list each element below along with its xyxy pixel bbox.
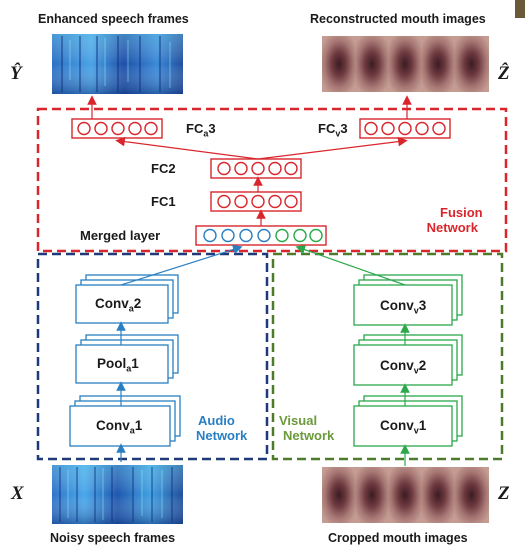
fcv3-label: FCv3 — [318, 121, 348, 139]
visual-network-label: Visual Network — [279, 413, 335, 443]
corner-mark — [515, 0, 525, 18]
conva2-label: Conva2 — [95, 296, 142, 314]
convv1-label: Convv1 — [380, 418, 427, 436]
fc1-label: FC1 — [151, 194, 176, 209]
convv2-block — [353, 334, 463, 386]
audio-network-label: Audio Network — [196, 413, 248, 443]
audio-network-frame — [36, 252, 269, 461]
merged-layer — [195, 225, 327, 246]
poola1-block — [75, 334, 179, 384]
noisy-spectrogram-image — [52, 465, 183, 524]
y-hat-symbol: Ŷ — [10, 63, 22, 84]
fc2-layer — [210, 158, 302, 179]
fcv3-layer — [359, 118, 451, 139]
noisy-speech-caption: Noisy speech frames — [50, 531, 176, 545]
convv2-label: Convv2 — [380, 358, 427, 376]
fc2-label: FC2 — [151, 161, 176, 176]
audio-arrows — [116, 244, 243, 462]
convv3-block — [353, 274, 463, 326]
conva2-block — [75, 274, 179, 324]
enhanced-spectrogram-image — [52, 34, 183, 94]
fusion-arrows — [87, 95, 412, 226]
enhanced-speech-caption: Enhanced speech frames — [38, 12, 189, 26]
conva1-block — [69, 395, 181, 447]
fusion-network-frame — [36, 107, 508, 253]
merged-layer-label: Merged layer — [80, 228, 161, 243]
fc1-layer — [210, 191, 302, 212]
x-symbol: X — [11, 483, 24, 504]
z-hat-symbol: Ẑ — [498, 63, 510, 84]
fusion-network-label: Fusion Network — [426, 205, 483, 235]
fca3-layer — [71, 118, 163, 139]
cropped-mouth-caption: Cropped mouth images — [328, 531, 468, 545]
convv3-label: Convv3 — [380, 298, 427, 316]
fca3-label: FCa3 — [186, 121, 216, 139]
z-symbol: Z — [498, 483, 510, 504]
visual-arrows — [295, 245, 410, 466]
visual-network-frame — [271, 252, 504, 461]
reconstructed-mouth-caption: Reconstructed mouth images — [310, 12, 486, 26]
conva1-label: Conva1 — [96, 418, 143, 436]
cropped-mouth-image — [322, 467, 489, 523]
poola1-label: Poola1 — [97, 356, 139, 374]
convv1-block — [353, 395, 463, 447]
reconstructed-mouth-image — [322, 36, 489, 92]
